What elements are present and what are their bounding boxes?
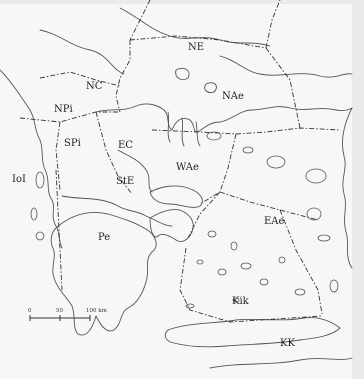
west-coast bbox=[0, 69, 63, 249]
boundary-aegean-3 bbox=[199, 133, 237, 205]
attica-coast bbox=[149, 209, 194, 243]
scale-label-100: 100 km bbox=[86, 308, 108, 314]
label-Kik: Kik bbox=[232, 296, 250, 307]
ionian-island-3 bbox=[35, 231, 45, 241]
inland-river-3 bbox=[219, 55, 353, 78]
lesbos-island bbox=[305, 168, 327, 184]
boundary-aegean-2 bbox=[235, 127, 341, 135]
cyclades-island-7 bbox=[278, 256, 286, 264]
asia-minor-coast bbox=[341, 107, 353, 269]
scale-label-0: 0 bbox=[28, 308, 32, 314]
label-StE: StE bbox=[116, 176, 134, 187]
corinth-north-shore bbox=[61, 195, 173, 227]
north-aegean-coast bbox=[95, 103, 353, 133]
boundary-north-3 bbox=[265, 0, 281, 49]
region-boundaries bbox=[19, 0, 341, 323]
dodecanese-island-2 bbox=[329, 279, 339, 293]
chios-island bbox=[306, 207, 322, 221]
boundary-north-1 bbox=[115, 40, 131, 113]
scale-label-50: 50 bbox=[56, 308, 63, 314]
crete-island bbox=[164, 317, 341, 348]
label-EC: EC bbox=[118, 140, 133, 151]
cyclades-island-2 bbox=[230, 241, 238, 251]
label-NC: NC bbox=[86, 81, 103, 92]
boundary-aegean-6 bbox=[279, 209, 323, 315]
samothrace-island bbox=[242, 146, 254, 154]
dodecanese-island-1 bbox=[294, 288, 306, 296]
chalkidiki-prongs bbox=[167, 111, 201, 147]
lemnos-island bbox=[266, 155, 286, 169]
boundary-west-4 bbox=[55, 121, 61, 191]
label-NPi: NPi bbox=[54, 104, 73, 115]
label-NAe: NAe bbox=[222, 91, 244, 102]
cyclades-island-3 bbox=[240, 262, 252, 270]
boundary-north-4 bbox=[129, 0, 151, 41]
islands bbox=[30, 131, 339, 309]
cyclades-island-5 bbox=[259, 278, 269, 286]
inland-lakes bbox=[175, 67, 217, 93]
cyclades-island-6 bbox=[196, 259, 204, 265]
cyclades-island-4 bbox=[217, 268, 227, 276]
boundary-west-coast-2 bbox=[55, 169, 63, 291]
thessaly-coast bbox=[117, 149, 153, 193]
cyclades-island-1 bbox=[207, 230, 217, 238]
boundary-north-2 bbox=[129, 35, 267, 49]
ionian-island-2 bbox=[30, 207, 38, 221]
southern-coast bbox=[209, 357, 353, 369]
scale-bar: 0 50 100 km bbox=[28, 308, 108, 321]
cyclades-island-8 bbox=[232, 297, 240, 303]
thasos-island bbox=[206, 131, 222, 141]
inland-river-1 bbox=[39, 29, 125, 75]
label-Pe: Pe bbox=[98, 232, 110, 243]
samos-island bbox=[317, 234, 331, 242]
page-edge-top bbox=[0, 0, 364, 4]
label-NE: NE bbox=[188, 42, 204, 53]
boundary-east-top bbox=[265, 47, 301, 129]
kythera-island bbox=[185, 303, 195, 309]
peloponnese-coast bbox=[50, 212, 157, 336]
label-EAe: EAe bbox=[264, 216, 285, 227]
label-SPi: SPi bbox=[64, 138, 81, 149]
boundary-south-1 bbox=[179, 247, 323, 323]
boundary-west-3 bbox=[95, 111, 133, 195]
page-edge-right bbox=[352, 0, 364, 379]
region-labels: NE NC NAe NPi SPi EC WAe IoI StE EAe Pe … bbox=[12, 42, 295, 349]
boundary-aegean-1 bbox=[151, 129, 237, 135]
coastlines bbox=[0, 7, 353, 369]
label-IoI: IoI bbox=[12, 174, 26, 185]
label-KK: KK bbox=[280, 338, 295, 349]
euboea-island bbox=[149, 185, 203, 208]
label-WAe: WAe bbox=[176, 162, 199, 173]
ionian-island-1 bbox=[35, 171, 45, 189]
boundary-west-1 bbox=[39, 71, 121, 87]
inland-river-2 bbox=[119, 7, 271, 47]
